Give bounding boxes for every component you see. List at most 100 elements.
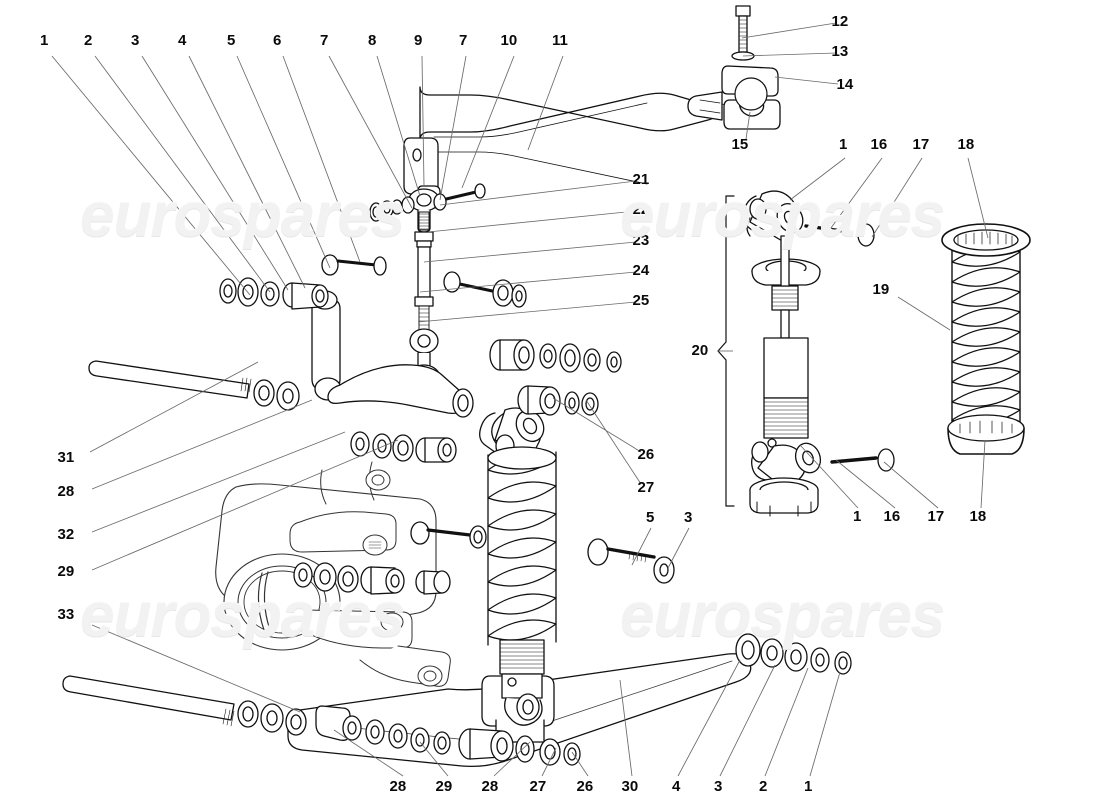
leader-line-2 xyxy=(94,55,271,293)
callout-7[interactable]: 7 xyxy=(320,32,329,49)
leader-line-5 xyxy=(631,527,652,566)
leader-line-27 xyxy=(585,399,642,485)
callout-30[interactable]: 30 xyxy=(621,778,639,795)
callout-27[interactable]: 27 xyxy=(637,479,655,496)
callout-8[interactable]: 8 xyxy=(368,32,377,49)
leader-line-8 xyxy=(376,55,421,197)
callout-22[interactable]: 22 xyxy=(632,201,650,218)
leader-line-5 xyxy=(236,55,331,269)
callout-1[interactable]: 1 xyxy=(839,136,848,153)
leader-line-3 xyxy=(141,55,289,291)
leader-line-1 xyxy=(809,671,841,777)
leader-line-25 xyxy=(417,301,637,323)
callout-17[interactable]: 17 xyxy=(912,136,930,153)
leader-line-16 xyxy=(835,459,896,509)
leader-line-26 xyxy=(552,397,642,453)
leader-line-17 xyxy=(871,157,923,238)
leader-line-15 xyxy=(745,111,751,140)
callout-33[interactable]: 33 xyxy=(57,606,75,623)
callout-24[interactable]: 24 xyxy=(632,262,650,279)
callout-18[interactable]: 18 xyxy=(969,508,987,525)
callout-19[interactable]: 19 xyxy=(872,281,890,298)
callout-2[interactable]: 2 xyxy=(759,778,768,795)
leader-line-18 xyxy=(980,439,986,509)
callout-3[interactable]: 3 xyxy=(714,778,723,795)
callout-26[interactable]: 26 xyxy=(576,778,594,795)
leader-line-1 xyxy=(799,444,859,509)
leader-line-1 xyxy=(51,55,251,296)
leader-line-7 xyxy=(439,55,467,201)
callout-7[interactable]: 7 xyxy=(459,32,468,49)
callout-31[interactable]: 31 xyxy=(57,449,75,466)
leader-line-29 xyxy=(91,439,399,571)
callout-29[interactable]: 29 xyxy=(57,563,75,580)
leader-line-30 xyxy=(619,679,633,777)
leader-line-28 xyxy=(91,399,313,490)
leader-line-1 xyxy=(789,157,846,201)
callout-32[interactable]: 32 xyxy=(57,526,75,543)
leader-line-28 xyxy=(493,741,531,777)
leader-line-29 xyxy=(419,741,449,777)
leader-line-11 xyxy=(527,55,564,151)
callout-2[interactable]: 2 xyxy=(84,32,93,49)
callout-23[interactable]: 23 xyxy=(632,232,650,249)
callout-3[interactable]: 3 xyxy=(131,32,140,49)
callout-6[interactable]: 6 xyxy=(273,32,282,49)
leader-line-10 xyxy=(461,55,515,189)
callout-12[interactable]: 12 xyxy=(831,13,849,30)
leader-line-12 xyxy=(741,22,837,39)
callout-28[interactable]: 28 xyxy=(481,778,499,795)
leader-line-31 xyxy=(89,361,259,453)
leader-line-4 xyxy=(188,55,306,289)
leader-line-17 xyxy=(883,461,939,509)
leader-line-9 xyxy=(421,55,425,187)
callout-27[interactable]: 27 xyxy=(529,778,547,795)
callout-14[interactable]: 14 xyxy=(836,76,854,93)
callout-28[interactable]: 28 xyxy=(389,778,407,795)
callout-16[interactable]: 16 xyxy=(883,508,901,525)
callout-1[interactable]: 1 xyxy=(853,508,862,525)
leader-line-28 xyxy=(333,729,404,777)
leader-line-7 xyxy=(328,55,413,209)
callout-9[interactable]: 9 xyxy=(414,32,423,49)
leader-line-26 xyxy=(571,751,589,777)
callout-20[interactable]: 20 xyxy=(691,342,709,359)
callout-26[interactable]: 26 xyxy=(637,446,655,463)
leader-line-21 xyxy=(439,180,637,206)
callout-3[interactable]: 3 xyxy=(684,509,693,526)
callout-1[interactable]: 1 xyxy=(804,778,813,795)
callout-5[interactable]: 5 xyxy=(227,32,236,49)
leader-line-6 xyxy=(282,55,361,263)
callout-29[interactable]: 29 xyxy=(435,778,453,795)
callout-25[interactable]: 25 xyxy=(632,292,650,309)
callout-17[interactable]: 17 xyxy=(927,508,945,525)
callout-4[interactable]: 4 xyxy=(672,778,681,795)
leader-line-4 xyxy=(677,659,741,777)
leader-line-22 xyxy=(427,210,637,233)
leader-line-23 xyxy=(423,241,637,263)
callout-1[interactable]: 1 xyxy=(40,32,49,49)
leader-line-14 xyxy=(774,76,839,85)
leader-line-27 xyxy=(541,747,557,777)
callout-10[interactable]: 10 xyxy=(500,32,518,49)
leader-line-33 xyxy=(91,624,301,713)
leader-line-13 xyxy=(742,52,837,57)
leader-line-3 xyxy=(719,664,776,777)
callout-21[interactable]: 21 xyxy=(632,171,650,188)
leader-line-16 xyxy=(827,157,883,233)
callout-4[interactable]: 4 xyxy=(178,32,187,49)
leader-line-19 xyxy=(897,296,951,331)
callout-11[interactable]: 11 xyxy=(552,32,568,49)
callout-18[interactable]: 18 xyxy=(957,136,975,153)
callout-5[interactable]: 5 xyxy=(646,509,655,526)
callout-28[interactable]: 28 xyxy=(57,483,75,500)
callout-16[interactable]: 16 xyxy=(870,136,888,153)
leader-line-3 xyxy=(667,527,690,569)
callout-15[interactable]: 15 xyxy=(731,136,749,153)
leader-line-2 xyxy=(764,667,809,777)
leader-line-24 xyxy=(419,271,637,293)
callout-13[interactable]: 13 xyxy=(831,43,849,60)
leader-line-32 xyxy=(91,431,346,533)
